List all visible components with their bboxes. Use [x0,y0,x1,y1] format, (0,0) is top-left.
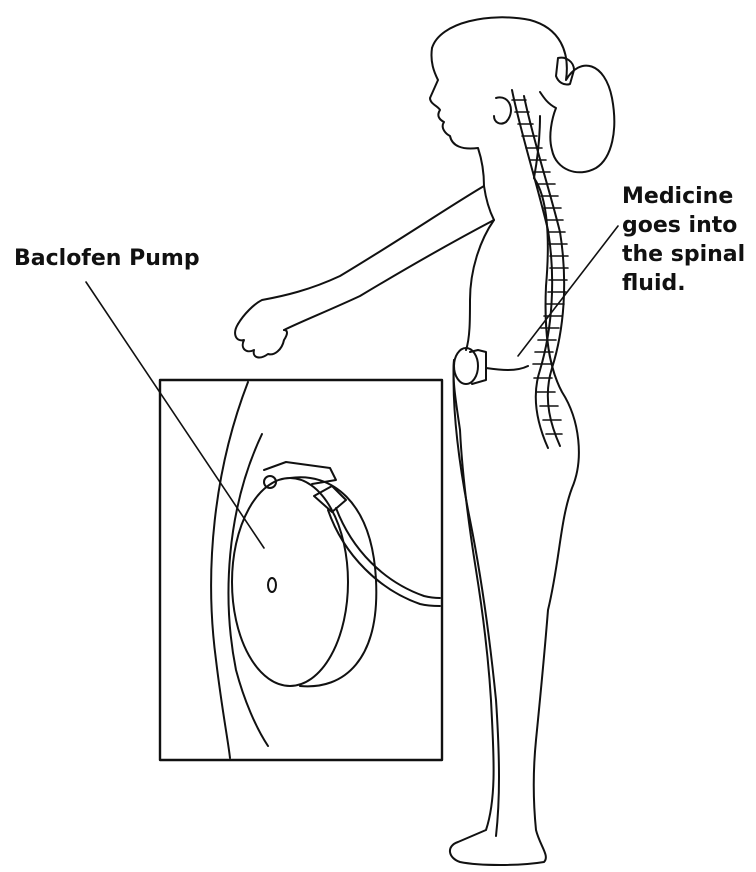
implanted-pump-small [454,348,528,384]
medicine-label-line-4: fluid. [622,269,745,298]
arm-lower [284,220,494,330]
pump-rim [290,477,376,686]
pump-device [232,462,440,686]
hand [235,324,287,357]
hair-outline [432,17,614,172]
body-curve-inner [229,434,268,746]
catheter-tube [328,510,440,606]
pump-face [232,478,348,686]
arm-upper [238,186,484,324]
pump-center-port [268,578,276,592]
face-profile [430,48,484,186]
pointer-line-medicine [518,226,618,356]
baclofen-pump-label: Baclofen Pump [14,244,200,273]
medicine-label-line-1: Medicine [622,182,745,211]
medicine-label-line-2: goes into [622,211,745,240]
inset-frame [160,380,442,760]
front-torso [466,186,494,350]
ear [494,97,511,123]
back-and-legs [450,178,579,865]
ponytail-band [556,58,574,85]
spine [512,90,568,448]
medicine-label-line-3: the spinal [622,240,745,269]
medicine-label: Medicine goes into the spinal fluid. [622,182,745,298]
girl-figure [235,17,614,865]
pump-inset [160,380,442,760]
